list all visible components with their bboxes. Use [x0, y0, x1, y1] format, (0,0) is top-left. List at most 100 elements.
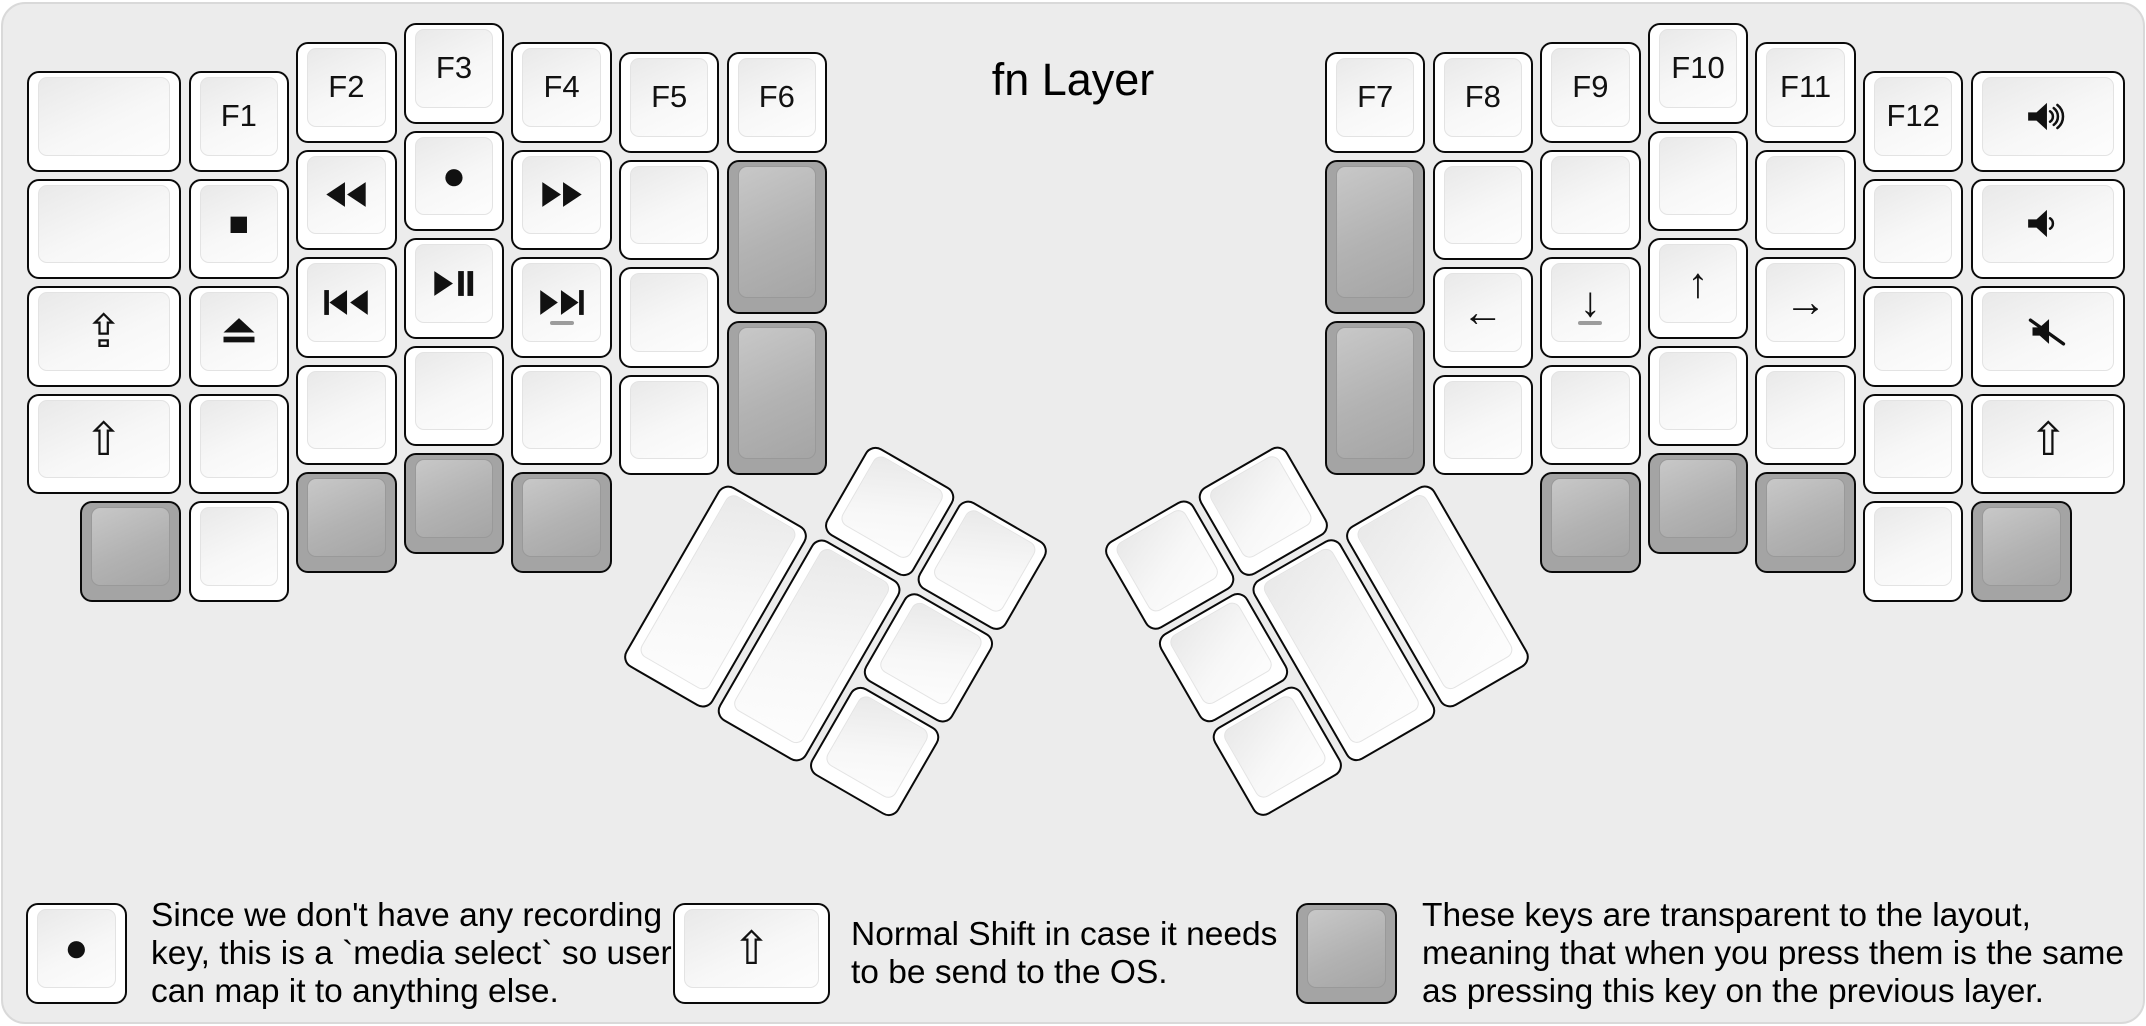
key-fast-forward[interactable]	[511, 149, 612, 251]
keycap-surface	[1335, 165, 1415, 298]
key-transparent[interactable]	[1647, 453, 1749, 554]
key-f3[interactable]: F3	[403, 23, 505, 124]
key-blank[interactable]	[1862, 178, 1964, 280]
play-pause-icon	[432, 269, 476, 298]
key-blank[interactable]	[1432, 374, 1534, 476]
key-arrow-left[interactable]: ←	[1432, 267, 1534, 368]
key-transparent[interactable]	[726, 321, 828, 476]
key-transparent[interactable]	[296, 472, 397, 573]
key-label: F10	[1671, 50, 1725, 86]
key-caps-lock[interactable]: ⇪	[26, 286, 181, 387]
keycap-surface	[1658, 351, 1738, 431]
key-volume-up[interactable]	[1971, 71, 2126, 172]
key-f2[interactable]: F2	[296, 42, 397, 143]
key-stop[interactable]: ■	[188, 178, 290, 280]
key-arrow-right[interactable]: →	[1755, 257, 1856, 358]
key-record[interactable]: ●	[403, 130, 505, 232]
keycap-surface	[307, 155, 386, 235]
keycap-surface	[1113, 506, 1221, 615]
keycap-surface	[1551, 155, 1630, 235]
keycap-surface	[737, 327, 817, 460]
keycap-surface: ●	[414, 136, 494, 216]
key-transparent[interactable]	[403, 453, 505, 554]
key-f8[interactable]: F8	[1432, 52, 1534, 153]
key-blank[interactable]	[1647, 130, 1749, 232]
legend-shift-key[interactable]: ⇧	[673, 903, 830, 1004]
key-blank[interactable]	[188, 393, 290, 495]
key-blank[interactable]	[1755, 364, 1856, 466]
key-f1[interactable]: F1	[188, 71, 290, 172]
key-blank[interactable]	[1862, 286, 1964, 387]
key-label: F2	[328, 69, 365, 105]
keycap-surface: ⇧	[684, 909, 819, 988]
keycap-surface	[1766, 478, 1845, 557]
key-f5[interactable]: F5	[618, 52, 720, 153]
key-blank[interactable]	[1540, 364, 1641, 466]
key-blank[interactable]	[26, 178, 181, 280]
legend-record-key[interactable]: ●	[26, 903, 127, 1004]
record-icon: ●	[64, 926, 89, 971]
key-blank[interactable]	[618, 267, 720, 368]
key-blank[interactable]	[403, 345, 505, 447]
key-blank[interactable]	[188, 501, 290, 602]
key-volume-down[interactable]	[1971, 178, 2126, 280]
keycap-surface	[1766, 155, 1845, 235]
keycap-surface	[199, 399, 279, 479]
key-arrow-down[interactable]: ↓	[1540, 257, 1641, 358]
key-rewind[interactable]	[296, 149, 397, 251]
key-transparent[interactable]	[1324, 159, 1426, 314]
key-f10[interactable]: F10	[1647, 23, 1749, 124]
key-next-track[interactable]	[511, 257, 612, 358]
keycap-surface	[1443, 165, 1523, 245]
key-f11[interactable]: F11	[1755, 42, 1856, 143]
keycap-surface	[199, 507, 279, 586]
key-f9[interactable]: F9	[1540, 42, 1641, 143]
key-arrow-up[interactable]: ↑	[1647, 238, 1749, 339]
key-transparent[interactable]	[726, 159, 828, 314]
key-blank[interactable]	[618, 159, 720, 261]
key-blank[interactable]	[1862, 393, 1964, 495]
key-transparent[interactable]	[1324, 321, 1426, 476]
key-shift[interactable]: ⇧	[26, 393, 181, 495]
keycap-surface	[522, 263, 601, 342]
key-shift[interactable]: ⇧	[1971, 393, 2126, 495]
keycap-surface: ■	[199, 184, 279, 264]
key-f6[interactable]: F6	[726, 52, 828, 153]
keycap-surface: ↓	[1551, 263, 1630, 342]
key-mute[interactable]	[1971, 286, 2126, 387]
key-blank[interactable]	[511, 364, 612, 466]
keycap-surface	[1873, 184, 1953, 264]
key-label: F12	[1886, 98, 1940, 134]
left-arrow-icon: ←	[1461, 288, 1504, 336]
keycap-surface: ⇧	[37, 399, 170, 479]
key-blank[interactable]	[1647, 345, 1749, 447]
legend-line: as pressing this key on the previous lay…	[1422, 972, 2044, 1010]
key-transparent[interactable]	[1755, 472, 1856, 573]
key-blank[interactable]	[618, 374, 720, 476]
shift-icon: ⇧	[732, 922, 771, 975]
key-f4[interactable]: F4	[511, 42, 612, 143]
key-blank[interactable]	[1862, 501, 1964, 602]
key-eject[interactable]	[188, 286, 290, 387]
key-blank[interactable]	[26, 71, 181, 172]
key-blank[interactable]	[1755, 149, 1856, 251]
key-f12[interactable]: F12	[1862, 71, 1964, 172]
key-prev-track[interactable]	[296, 257, 397, 358]
homing-bar	[1578, 321, 1603, 325]
key-transparent[interactable]	[1971, 501, 2072, 602]
key-transparent[interactable]	[1540, 472, 1641, 573]
key-transparent[interactable]	[511, 472, 612, 573]
keycap-surface: F2	[307, 48, 386, 127]
key-f7[interactable]: F7	[1324, 52, 1426, 153]
legend-line: These keys are transparent to the layout…	[1422, 896, 2031, 934]
legend-transparent-key[interactable]	[1296, 903, 1397, 1004]
key-blank[interactable]	[1432, 159, 1534, 261]
up-arrow-icon: ↑	[1687, 259, 1709, 307]
key-label: F7	[1357, 79, 1394, 115]
key-play-pause[interactable]	[403, 238, 505, 339]
key-blank[interactable]	[1540, 149, 1641, 251]
key-transparent[interactable]	[80, 501, 181, 602]
keycap-surface	[522, 370, 601, 450]
key-blank[interactable]	[296, 364, 397, 466]
